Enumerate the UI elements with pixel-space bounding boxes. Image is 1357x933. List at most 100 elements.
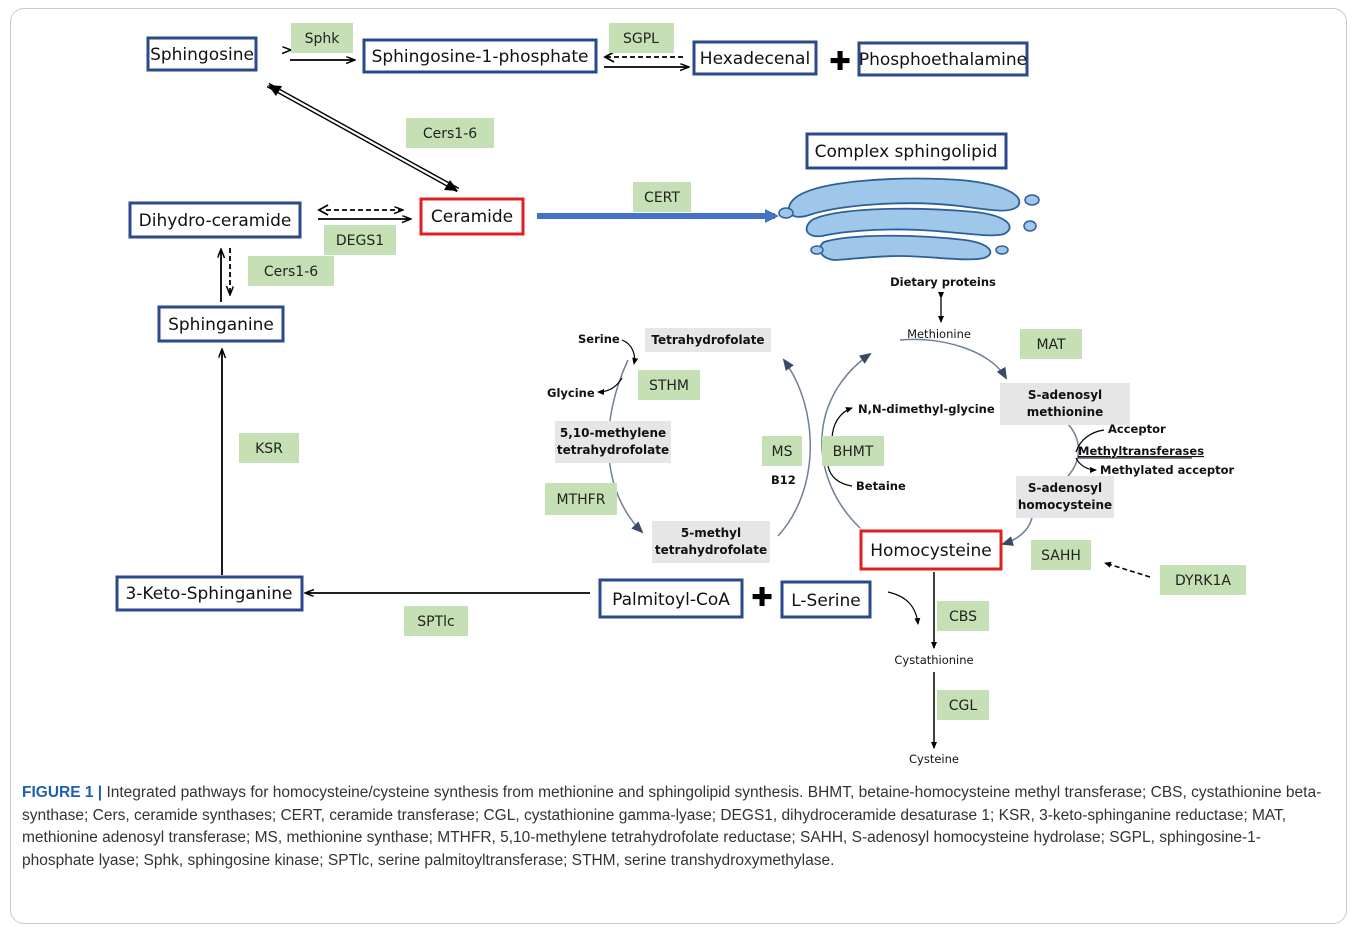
- arrow-dihydroceramide-ceramide: [317, 204, 410, 219]
- glycine-label: Glycine: [547, 386, 595, 400]
- arrow-methylated-out: [1075, 457, 1097, 473]
- enzyme-cers-top: Cers1-6: [406, 118, 494, 148]
- enzyme-mat: MAT: [1020, 329, 1082, 359]
- node-homocysteine: Homocysteine: [859, 529, 1003, 571]
- l-serine-label: L-Serine: [791, 591, 861, 611]
- metabolite-sah: S-adenosyl homocysteine: [1016, 476, 1114, 518]
- svg-text:SAHH: SAHH: [1041, 548, 1081, 564]
- arrow-sphinganine-dihydroceramide: [221, 248, 230, 302]
- s1p-label: Sphingosine-1-phosphate: [372, 47, 589, 67]
- enzyme-ksr: KSR: [239, 433, 299, 463]
- svg-text:DEGS1: DEGS1: [336, 233, 384, 249]
- serine-label: Serine: [578, 332, 620, 346]
- arrow-serine-cbs: [887, 591, 921, 625]
- svg-text:5,10-methylene: 5,10-methylene: [560, 426, 666, 440]
- enzyme-ms: MS: [762, 436, 802, 466]
- metabolite-sam: S-adenosyl methionine: [1000, 383, 1130, 425]
- svg-text:Cers1-6: Cers1-6: [423, 126, 477, 142]
- enzyme-sgpl: SGPL: [609, 23, 674, 53]
- node-complex-sphingolipid: Complex sphingolipid: [805, 132, 1008, 170]
- arrow-serine-in: [621, 339, 639, 365]
- svg-text:SPTlc: SPTlc: [417, 614, 454, 630]
- arrow-sphingosine-ceramide: [266, 82, 460, 193]
- enzyme-cbs: CBS: [937, 601, 989, 631]
- caption-text: Integrated pathways for homocysteine/cys…: [22, 784, 1322, 869]
- enzyme-sphk: Sphk: [291, 23, 353, 53]
- b12-label: B12: [771, 473, 796, 487]
- cysteine-label: Cysteine: [909, 752, 959, 766]
- svg-text:MTHFR: MTHFR: [557, 492, 606, 508]
- arrow-dyrk1a-sahh: [1104, 561, 1151, 578]
- svg-text:S-adenosyl: S-adenosyl: [1028, 388, 1102, 402]
- pathway-diagram: Sphingosine Sphingosine-1-phosphate Hexa…: [115, 23, 1246, 766]
- node-sphinganine: Sphinganine: [157, 305, 285, 343]
- svg-text:Tetrahydrofolate: Tetrahydrofolate: [651, 333, 764, 347]
- dmg-label: N,N-dimethyl-glycine: [858, 402, 995, 416]
- svg-text:Sphk: Sphk: [305, 31, 341, 47]
- svg-text:MAT: MAT: [1036, 337, 1066, 353]
- arrow-acceptor-in: [1075, 429, 1105, 453]
- enzyme-degs1: DEGS1: [324, 225, 396, 255]
- svg-text:CERT: CERT: [644, 190, 680, 206]
- svg-text:tetrahydrofolate: tetrahydrofolate: [655, 543, 767, 557]
- node-sphingosine-1-phosphate: Sphingosine-1-phosphate: [362, 38, 598, 74]
- methylated-acceptor-label: Methylated acceptor: [1100, 463, 1234, 477]
- acceptor-label: Acceptor: [1108, 422, 1166, 436]
- figure-caption: FIGURE 1 | Integrated pathways for homoc…: [22, 782, 1332, 872]
- methyltransferases-label: Methyltransferases: [1078, 444, 1204, 458]
- enzyme-cers-left: Cers1-6: [248, 256, 334, 286]
- enzyme-bhmt: BHMT: [822, 436, 884, 466]
- enzyme-cert: CERT: [633, 182, 691, 212]
- dietary-proteins-label: Dietary proteins: [890, 275, 996, 289]
- svg-text:KSR: KSR: [255, 441, 283, 457]
- svg-text:CBS: CBS: [949, 609, 977, 625]
- complex-sphingolipid-label: Complex sphingolipid: [815, 142, 998, 162]
- enzyme-mthfr: MTHFR: [545, 483, 617, 515]
- enzyme-sthm: STHM: [638, 370, 700, 400]
- dihydroceramide-label: Dihydro-ceramide: [139, 211, 292, 231]
- metabolite-methyl-thf: 5-methyl tetrahydrofolate: [652, 521, 770, 563]
- svg-text:5-methyl: 5-methyl: [681, 526, 741, 540]
- svg-text:methionine: methionine: [1027, 405, 1104, 419]
- metabolite-tetrahydrofolate: Tetrahydrofolate: [645, 328, 771, 352]
- enzyme-sptlc: SPTlc: [404, 606, 468, 636]
- arrow-glycine-out: [597, 377, 623, 395]
- enzyme-cgl: CGL: [937, 690, 989, 720]
- node-hexadecenal: Hexadecenal: [692, 40, 818, 76]
- arrow-dmg-out: [831, 407, 853, 441]
- svg-text:CGL: CGL: [949, 698, 978, 714]
- enzyme-sahh: SAHH: [1031, 540, 1091, 570]
- arrow-betaine-in: [827, 465, 853, 487]
- keto-sphinganine-label: 3-Keto-Sphinganine: [125, 584, 292, 604]
- ceramide-label: Ceramide: [431, 207, 513, 227]
- svg-text:DYRK1A: DYRK1A: [1175, 573, 1231, 589]
- node-dihydro-ceramide: Dihydro-ceramide: [128, 201, 302, 239]
- node-3-keto-sphinganine: 3-Keto-Sphinganine: [115, 575, 304, 612]
- methionine-label: Methionine: [907, 327, 971, 341]
- svg-text:BHMT: BHMT: [833, 444, 874, 460]
- sphinganine-label: Sphinganine: [168, 315, 274, 335]
- node-sphingosine: Sphingosine: [146, 36, 258, 72]
- node-phosphoethalamine: Phosphoethalamine: [857, 41, 1029, 77]
- sphingosine-label: Sphingosine: [150, 45, 254, 65]
- svg-text:tetrahydrofolate: tetrahydrofolate: [557, 443, 669, 457]
- svg-text:STHM: STHM: [649, 378, 689, 394]
- golgi-icon: [778, 177, 1040, 261]
- svg-text:homocysteine: homocysteine: [1018, 498, 1112, 512]
- cystathionine-label: Cystathionine: [894, 653, 973, 667]
- methionine-cycle: [821, 338, 1080, 546]
- node-palmitoyl-coa: Palmitoyl-CoA: [598, 578, 744, 619]
- homocysteine-label: Homocysteine: [870, 541, 992, 561]
- svg-text:SGPL: SGPL: [623, 31, 659, 47]
- betaine-label: Betaine: [856, 479, 906, 493]
- svg-text:MS: MS: [772, 444, 793, 460]
- node-l-serine: L-Serine: [780, 580, 872, 619]
- plus-icon: ✚: [829, 47, 851, 77]
- plus-icon: ✚: [751, 583, 773, 613]
- figure-frame: [10, 8, 1347, 924]
- svg-text:S-adenosyl: S-adenosyl: [1028, 481, 1102, 495]
- svg-text:Cers1-6: Cers1-6: [264, 264, 318, 280]
- palmitoyl-coa-label: Palmitoyl-CoA: [612, 590, 730, 610]
- hexadecenal-label: Hexadecenal: [700, 49, 810, 69]
- node-ceramide: Ceramide: [419, 197, 525, 236]
